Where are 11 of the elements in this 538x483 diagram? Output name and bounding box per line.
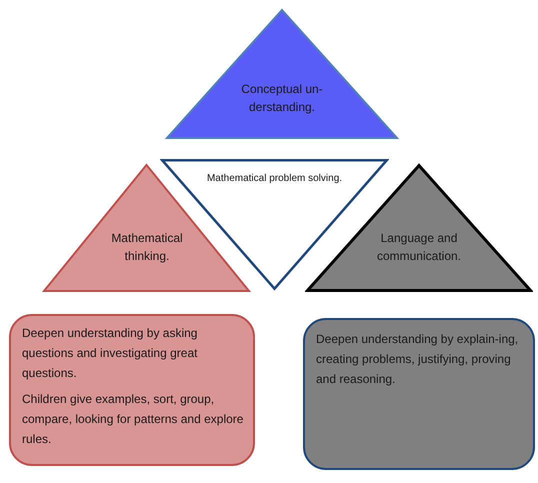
triangle-shape: [165, 8, 399, 140]
rounded-box: [302, 317, 536, 471]
shape-label: Mathematical thinking.: [110, 230, 184, 265]
shape-label: Conceptual un-derstanding.: [240, 81, 324, 116]
description-text: Children give examples, sort, group, compare, looking for patterns and explore rules.: [22, 391, 244, 448]
shape-label: Mathematical problem solving.: [206, 172, 344, 186]
triangle-shape: [305, 163, 533, 293]
rounded-box: [8, 313, 256, 467]
shape-label: Language and communication.: [376, 230, 462, 265]
description-text: Deepen understanding by explain-ing, creating problems, justifying, proving and reasoning.: [316, 331, 520, 388]
description-text: Deepen understanding by asking questions and investigating great questions.: [22, 325, 198, 382]
